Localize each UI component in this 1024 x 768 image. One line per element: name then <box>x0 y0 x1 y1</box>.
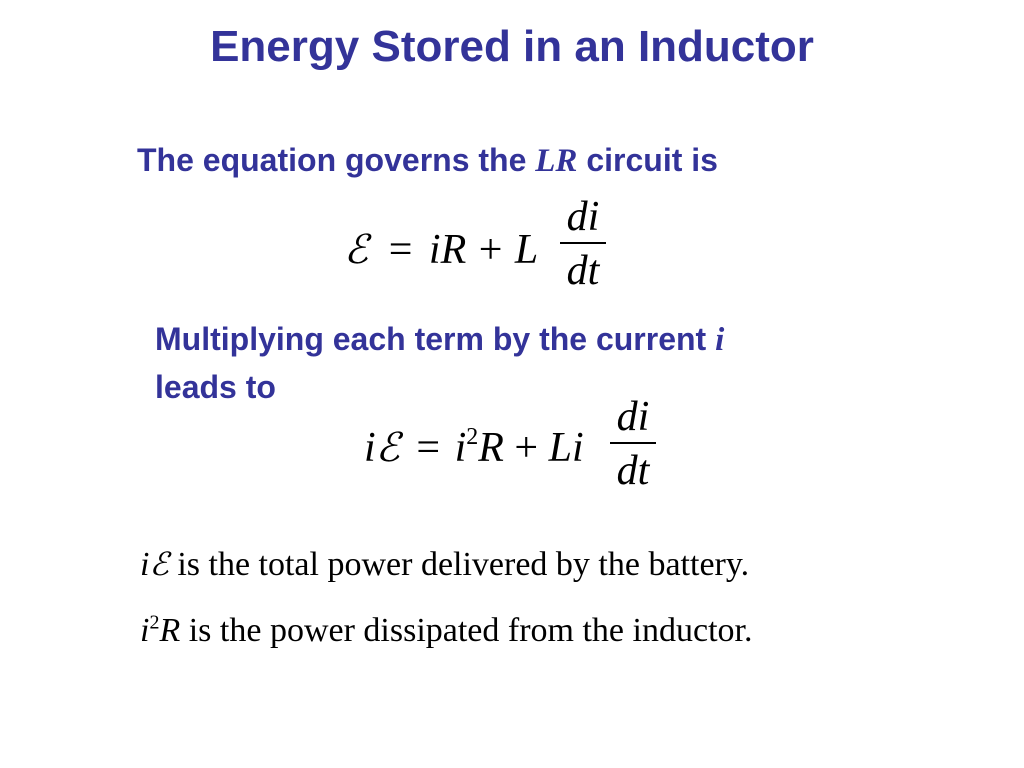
inductance-variable: L <box>514 227 539 273</box>
emf-symbol: ℰ <box>344 227 369 273</box>
intro-text: The equation governs the <box>137 142 527 178</box>
equals-sign: = <box>388 227 413 273</box>
current-variable: i <box>140 612 150 649</box>
slide-title: Energy Stored in an Inductor <box>210 22 814 71</box>
statement-text: is the total power delivered by the batt… <box>177 546 750 583</box>
multiply-line: Multiplying each term by the current i <box>155 316 724 363</box>
statement-dissipated-power: i2R is the power dissipated from the ind… <box>140 612 752 650</box>
statement-battery-power: iℰ is the total power delivered by the b… <box>140 545 749 584</box>
exponent-two: 2 <box>149 611 160 634</box>
resistance-variable: R <box>159 612 181 649</box>
fraction-denominator: dt <box>616 448 650 494</box>
equals-sign: = <box>416 425 441 471</box>
current-variable: i <box>364 425 376 471</box>
resistance-variable: R <box>478 425 504 471</box>
fraction-di-dt: di dt <box>560 196 606 292</box>
intro-line: The equation governs the LR circuit is <box>137 137 718 184</box>
plus-sign: + <box>514 425 539 471</box>
equation-power: iℰ = i2R + Li <box>364 424 584 472</box>
leads-to-line: leads to <box>155 369 276 405</box>
emf-symbol: ℰ <box>149 545 169 583</box>
fraction-numerator: di <box>616 394 650 440</box>
current-variable: i <box>140 546 150 583</box>
equation-lr-circuit: ℰ = iR + L <box>344 226 538 274</box>
current-variable: i <box>428 227 441 273</box>
multiply-text: Multiplying each term by the current <box>155 321 707 357</box>
intro-tail: circuit is <box>586 142 718 178</box>
multiply-variable-i: i <box>715 322 725 358</box>
fraction-bar <box>610 442 656 444</box>
current-variable-squared: i <box>454 425 467 471</box>
fraction-numerator: di <box>566 194 600 240</box>
exponent-two: 2 <box>466 424 479 450</box>
plus-sign: + <box>478 227 503 273</box>
fraction-bar <box>560 242 606 244</box>
fraction-denominator: dt <box>566 248 600 294</box>
resistance-variable: R <box>440 227 467 273</box>
fraction-di-dt: di dt <box>610 396 656 492</box>
intro-variable-lr: LR <box>535 143 578 179</box>
emf-symbol: ℰ <box>375 425 400 471</box>
inductance-current-term: Li <box>548 425 584 471</box>
statement-text: is the power dissipated from the inducto… <box>188 612 753 649</box>
